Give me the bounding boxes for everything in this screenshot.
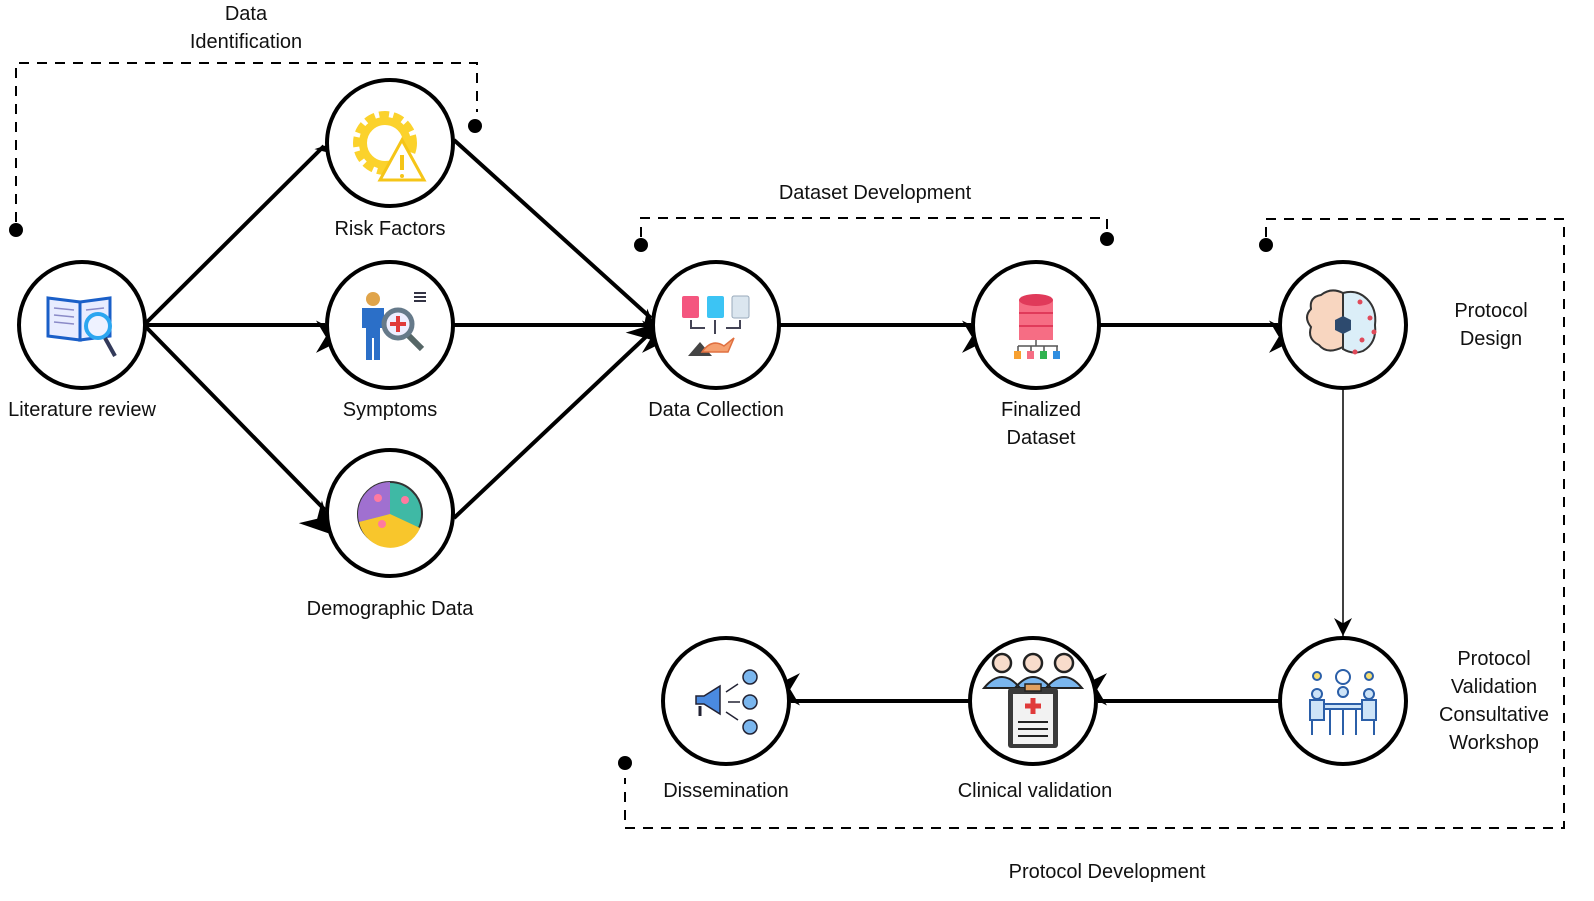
data-identification-frame: [15, 62, 478, 222]
clipboard-team-icon: [981, 652, 1085, 748]
ai-brain-icon: [1306, 289, 1377, 355]
label-symptoms: Symptoms: [342, 399, 438, 421]
label-workshop: Protocol Validation Consultative Worksho…: [1438, 648, 1550, 754]
database-icon: [1014, 294, 1060, 359]
label-collection: Data Collection: [648, 399, 784, 421]
person-medical-search-icon: [362, 292, 426, 360]
megaphone-icon: [695, 669, 758, 735]
dataset-development-frame: [640, 217, 1108, 237]
protocol-development-frame: [624, 218, 1565, 829]
group-label-dataset-development: Dataset Development: [778, 182, 972, 204]
gear-warning-icon: [353, 111, 427, 182]
label-design: Protocol Design: [1454, 300, 1528, 350]
demographic-pie-icon: [357, 481, 423, 548]
label-risk: Risk Factors: [334, 218, 446, 240]
group-label-protocol-development: Protocol Development: [1008, 861, 1206, 883]
arrow-lit-demo: [144, 325, 333, 535]
label-dissemination: Dissemination: [663, 780, 789, 802]
label-literature: Literature review: [8, 399, 156, 421]
node-risk: [325, 78, 455, 208]
label-finalized: Finalized Dataset: [1000, 399, 1082, 449]
meeting-table-icon: [1309, 669, 1377, 735]
label-demographic: Demographic Data: [306, 598, 474, 620]
arrow-demo-collect: [452, 324, 677, 520]
node-dissemination: [661, 636, 791, 766]
arrow-risk-collect: [452, 138, 661, 343]
group-label-data-identification: Data Identification: [189, 3, 303, 53]
arrow-lit-risk: [144, 137, 349, 325]
documents-collection-icon: [682, 295, 750, 356]
node-workshop: [1278, 636, 1408, 766]
book-magnifier-icon: [46, 296, 117, 357]
label-clinical: Clinical validation: [957, 780, 1113, 802]
